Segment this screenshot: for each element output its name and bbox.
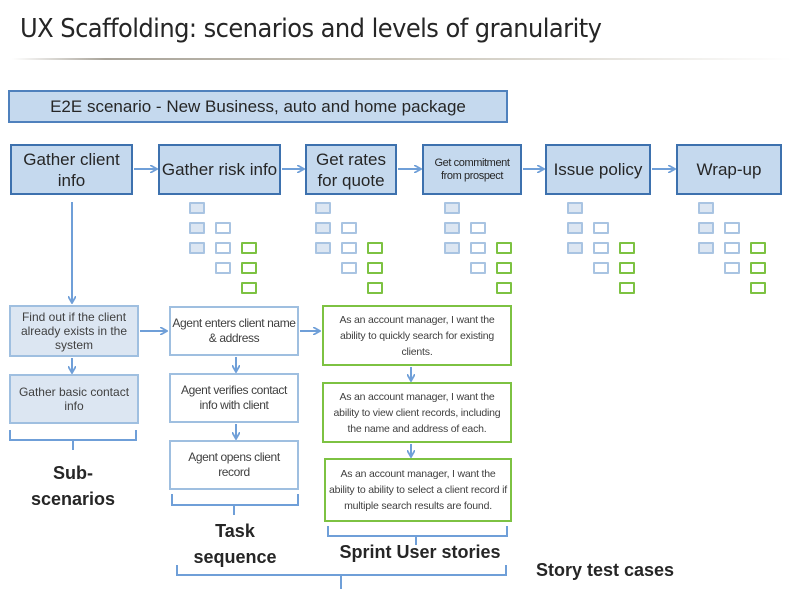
granularity-block <box>698 222 714 234</box>
task-verify-contact: Agent verifies contact info with client <box>169 373 299 423</box>
granularity-block <box>444 222 460 234</box>
granularity-block <box>619 262 635 274</box>
granularity-block <box>215 242 231 254</box>
user-story-select: As an account manager, I want the abilit… <box>324 458 512 522</box>
granularity-block <box>750 262 766 274</box>
granularity-block <box>315 222 331 234</box>
phase-gather-client-info: Gather client info <box>10 144 133 195</box>
bracket-task-sequence <box>171 494 299 515</box>
granularity-block <box>567 222 583 234</box>
granularity-block <box>470 262 486 274</box>
granularity-block <box>698 202 714 214</box>
e2e-scenario-bar: E2E scenario - New Business, auto and ho… <box>8 90 508 123</box>
granularity-block <box>315 202 331 214</box>
granularity-block <box>470 222 486 234</box>
granularity-block <box>593 242 609 254</box>
slide-title: UX Scaffolding: scenarios and levels of … <box>20 14 602 44</box>
label-sub-scenarios: Sub-scenarios <box>30 463 116 509</box>
user-story-search: As an account manager, I want the abilit… <box>322 305 512 366</box>
granularity-block <box>750 282 766 294</box>
granularity-block <box>567 242 583 254</box>
phase-get-rates: Get rates for quote <box>305 144 397 195</box>
granularity-block <box>698 242 714 254</box>
granularity-block <box>241 242 257 254</box>
granularity-block <box>367 262 383 274</box>
granularity-block <box>315 242 331 254</box>
phase-issue-policy: Issue policy <box>545 144 651 195</box>
granularity-block <box>444 202 460 214</box>
granularity-block <box>341 242 357 254</box>
phase-gather-risk-info: Gather risk info <box>158 144 281 195</box>
granularity-block <box>470 242 486 254</box>
granularity-block <box>341 262 357 274</box>
phase-get-commitment: Get commitment from prospect <box>422 144 522 195</box>
granularity-block <box>619 282 635 294</box>
task-enter-client: Agent enters client name & address <box>169 306 299 356</box>
granularity-block <box>750 242 766 254</box>
label-sprint-user-stories: Sprint User stories <box>339 542 501 562</box>
granularity-block <box>496 282 512 294</box>
granularity-block <box>444 242 460 254</box>
phase-wrap-up: Wrap-up <box>676 144 782 195</box>
label-story-test-cases: Story test cases <box>535 560 675 580</box>
task-open-record: Agent opens client record <box>169 440 299 490</box>
granularity-block <box>215 222 231 234</box>
granularity-block <box>189 202 205 214</box>
granularity-block <box>241 282 257 294</box>
granularity-block <box>367 242 383 254</box>
granularity-block <box>724 222 740 234</box>
granularity-block <box>496 242 512 254</box>
sub-scenario-find-client: Find out if the client already exists in… <box>9 305 139 357</box>
granularity-block <box>241 262 257 274</box>
granularity-block <box>189 242 205 254</box>
granularity-block <box>215 262 231 274</box>
granularity-block <box>724 262 740 274</box>
granularity-block <box>567 202 583 214</box>
granularity-block <box>593 262 609 274</box>
bracket-user-stories <box>327 526 508 545</box>
granularity-block <box>341 222 357 234</box>
sub-scenario-gather-contact: Gather basic contact info <box>9 374 139 424</box>
granularity-block <box>619 242 635 254</box>
granularity-block <box>593 222 609 234</box>
user-story-view: As an account manager, I want the abilit… <box>322 382 512 443</box>
granularity-block <box>367 282 383 294</box>
title-divider <box>12 58 792 60</box>
granularity-block <box>724 242 740 254</box>
granularity-block <box>189 222 205 234</box>
bracket-story-test-cases <box>176 565 507 589</box>
bracket-sub-scenarios <box>9 430 137 450</box>
granularity-block <box>496 262 512 274</box>
